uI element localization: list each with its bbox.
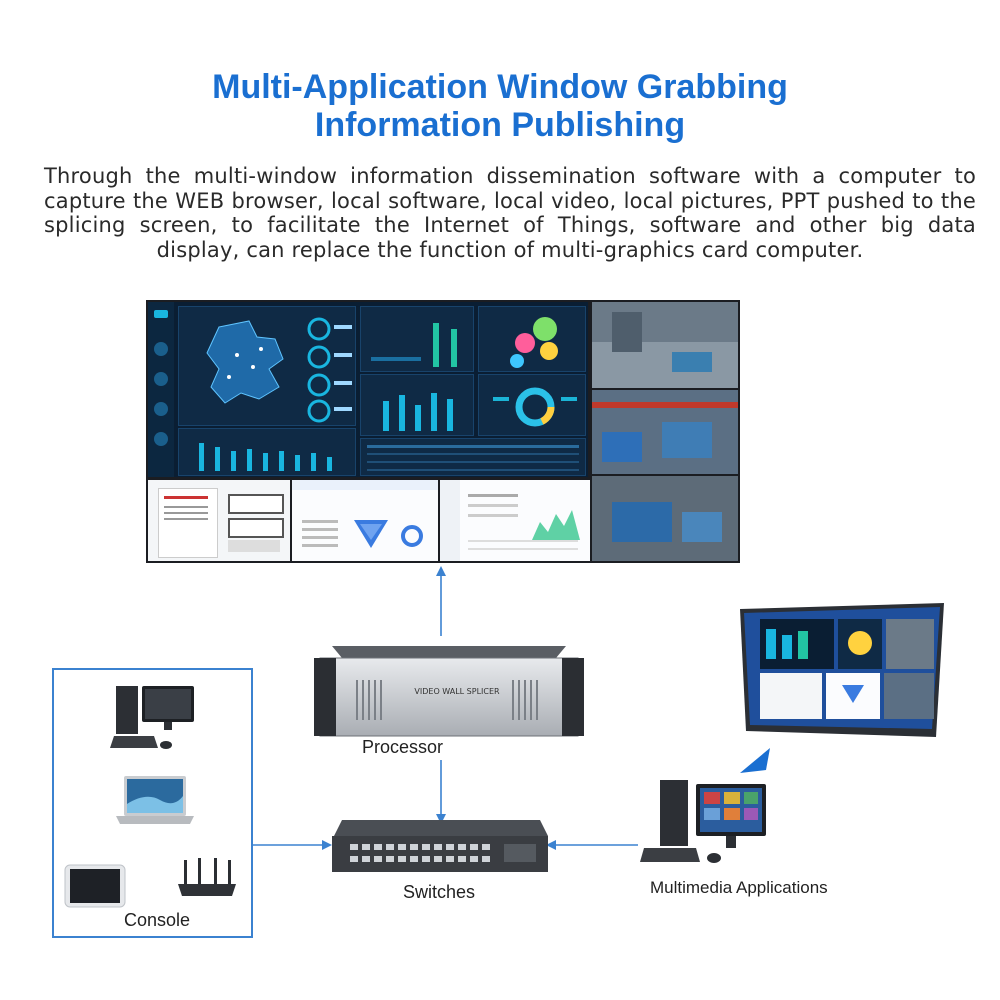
- multimedia-applications-label: Multimedia Applications: [650, 878, 828, 897]
- donut-panel: [478, 374, 586, 436]
- processor-device: VIDEO WALL SPLICER: [312, 636, 586, 742]
- rack-processor-icon: [314, 646, 584, 737]
- processor-label: Processor: [362, 737, 444, 757]
- description-text: Through the multi-window information dis…: [44, 164, 976, 262]
- analytics-window: [292, 480, 438, 561]
- monitor-screen-icon: [740, 603, 944, 737]
- document-window: [148, 480, 290, 561]
- bar-panel-1: [178, 428, 356, 476]
- laptop-icon: [116, 776, 194, 824]
- map-shape: [206, 317, 352, 423]
- dashboard-sidebar: [148, 302, 174, 477]
- wifi-router-icon: [178, 858, 236, 896]
- dashboard-window: [148, 302, 588, 477]
- network-switch-icon: [332, 820, 548, 872]
- bubble-panel: [478, 306, 586, 372]
- switches-label: Switches: [403, 882, 476, 902]
- workstation-computer-icon: [640, 780, 766, 863]
- title-line-2: Information Publishing: [314, 106, 686, 144]
- console-label: Console: [124, 910, 191, 930]
- bar-panel-2: [360, 306, 474, 372]
- console-group: Console: [52, 668, 253, 938]
- report-window: [440, 480, 590, 561]
- processor-device-text: VIDEO WALL SPLICER: [414, 687, 500, 696]
- map-panel: [178, 306, 356, 426]
- page-title: Multi-Application Window Grabbing Inform…: [0, 68, 1000, 144]
- table-panel: [360, 438, 586, 476]
- title-line-1: Multi-Application Window Grabbing: [212, 68, 788, 106]
- video-wall: [146, 300, 740, 563]
- arrow-workstation-to-monitor: [740, 748, 770, 773]
- bar-panel-3: [360, 374, 474, 436]
- factory-video-window: [592, 302, 738, 561]
- desktop-computer-icon: [110, 686, 194, 749]
- tablet-icon: [64, 864, 126, 908]
